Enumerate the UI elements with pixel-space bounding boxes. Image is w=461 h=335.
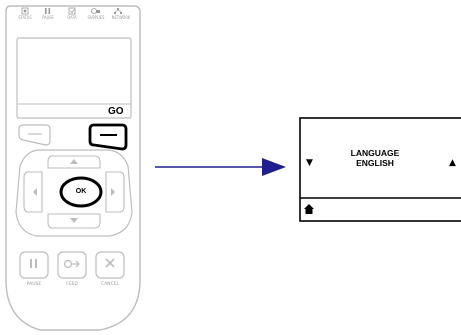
lcd-screen bbox=[299, 117, 461, 222]
network-icon bbox=[114, 8, 122, 14]
cancel-button bbox=[95, 251, 125, 279]
go-label: GO bbox=[108, 106, 124, 117]
left-arrow-button bbox=[23, 171, 43, 213]
right-arrow-button bbox=[105, 171, 125, 213]
lcd-up-arrow-icon: ▲ bbox=[449, 158, 456, 168]
lcd-menu-value: ENGLISH bbox=[356, 158, 394, 168]
feed-button bbox=[57, 251, 87, 279]
supplies-status-label: SUPPLIES bbox=[87, 15, 105, 20]
status-icon bbox=[21, 7, 29, 15]
lcd-down-arrow-icon: ▼ bbox=[306, 158, 313, 168]
supplies-icon bbox=[91, 8, 100, 14]
feed-label: FEED bbox=[66, 282, 78, 287]
lcd-menu-title: LANGUAGE bbox=[350, 148, 400, 158]
up-arrow-button bbox=[47, 155, 101, 169]
pause-button bbox=[19, 251, 49, 279]
panel-body bbox=[5, 5, 141, 331]
home-icon bbox=[304, 204, 314, 214]
pause-status-label: PAUSE bbox=[42, 15, 54, 20]
status-label: STATUS bbox=[18, 15, 32, 20]
pointer-arrow-head bbox=[262, 158, 286, 176]
left-select-button bbox=[18, 124, 51, 146]
data-icon bbox=[68, 7, 76, 15]
right-select-button bbox=[88, 123, 128, 151]
cancel-label: CANCEL bbox=[100, 282, 120, 287]
down-arrow-button bbox=[47, 213, 101, 229]
pause-label: PAUSE bbox=[26, 282, 42, 287]
network-status-label: NETWORK bbox=[111, 15, 131, 20]
ok-button bbox=[59, 176, 103, 208]
pause-icon bbox=[45, 8, 51, 14]
data-status-label: DATA bbox=[67, 15, 77, 20]
nav-cluster bbox=[15, 149, 133, 237]
ok-label[interactable]: OK bbox=[75, 188, 87, 195]
display-screen bbox=[16, 37, 132, 119]
